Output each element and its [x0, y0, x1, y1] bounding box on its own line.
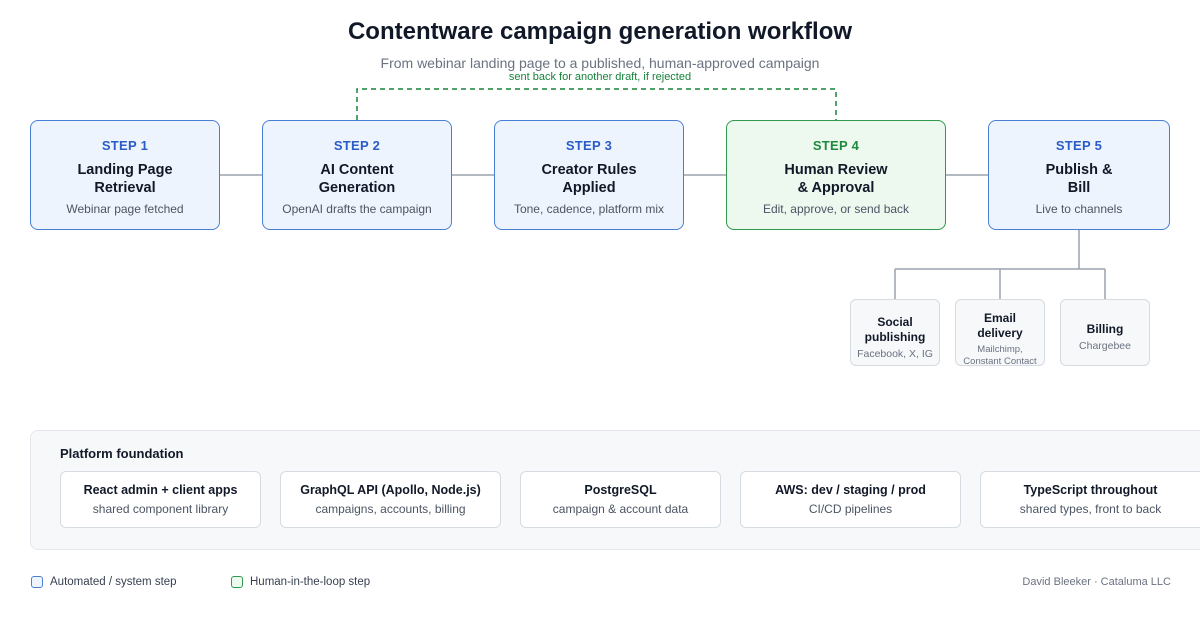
legend-human-swatch: [231, 576, 243, 588]
channel-social-publishing: Social publishing Facebook, X, IG: [850, 299, 940, 366]
channel-description: Facebook, X, IG: [857, 348, 933, 360]
step-number: STEP 1: [101, 138, 149, 153]
rejection-loop-line: [356, 88, 837, 120]
step-5-box: STEP 5 Publish & Bill Live to channels: [988, 120, 1170, 230]
step-name: Landing Page Retrieval: [77, 162, 173, 196]
platform-item-react: React admin + client apps shared compone…: [60, 471, 261, 528]
platform-foundation-title: Platform foundation: [60, 446, 184, 461]
channel-name: Email delivery: [977, 311, 1023, 340]
platform-item-typescript: TypeScript throughout shared types, fron…: [980, 471, 1200, 528]
platform-item-graphql: GraphQL API (Apollo, Node.js) campaigns,…: [280, 471, 501, 528]
step-number: STEP 2: [333, 138, 381, 153]
platform-item-name: TypeScript throughout: [1023, 483, 1158, 497]
step-description: Live to channels: [1035, 202, 1123, 216]
step-name: Creator Rules Applied: [541, 162, 637, 196]
platform-item-postgresql: PostgreSQL campaign & account data: [520, 471, 721, 528]
platform-item-name: AWS: dev / staging / prod: [775, 483, 926, 497]
step-description: OpenAI drafts the campaign: [282, 202, 432, 216]
channel-email-delivery: Email delivery Mailchimp, Constant Conta…: [955, 299, 1045, 367]
diagram-title: Contentware campaign generation workflow: [347, 18, 853, 45]
platform-item-name: GraphQL API (Apollo, Node.js): [300, 483, 481, 497]
step-description: Edit, approve, or send back: [762, 202, 910, 216]
diagram-subtitle: From webinar landing page to a published…: [380, 55, 820, 71]
platform-item-name: React admin + client apps: [83, 483, 238, 497]
platform-item-description: shared types, front to back: [1019, 502, 1162, 516]
step-1-box: STEP 1 Landing Page Retrieval Webinar pa…: [30, 120, 220, 230]
platform-item-description: campaign & account data: [552, 502, 689, 516]
step-3-box: STEP 3 Creator Rules Applied Tone, caden…: [494, 120, 684, 230]
legend-automated-label: Automated / system step: [50, 576, 177, 588]
platform-item-name: PostgreSQL: [584, 483, 657, 497]
platform-item-description: CI/CD pipelines: [808, 502, 893, 516]
step-name: Human Review & Approval: [784, 162, 888, 196]
platform-item-aws: AWS: dev / staging / prod CI/CD pipeline…: [740, 471, 961, 528]
rejection-loop-label: sent back for another draft, if rejected: [508, 71, 692, 83]
step-number: STEP 5: [1055, 138, 1103, 153]
platform-item-description: campaigns, accounts, billing: [315, 502, 466, 516]
channel-description: Chargebee: [1079, 340, 1131, 352]
channel-billing: Billing Chargebee: [1060, 299, 1150, 366]
step-4-box: STEP 4 Human Review & Approval Edit, app…: [726, 120, 946, 230]
step-description: Tone, cadence, platform mix: [513, 202, 665, 216]
channel-description: Mailchimp, Constant Contact: [963, 344, 1037, 367]
legend-automated-swatch: [31, 576, 43, 588]
platform-item-description: shared component library: [92, 502, 229, 516]
step-number: STEP 3: [565, 138, 613, 153]
channel-name: Billing: [1086, 322, 1124, 336]
step-2-box: STEP 2 AI Content Generation OpenAI draf…: [262, 120, 452, 230]
legend-human-label: Human-in-the-loop step: [250, 576, 371, 588]
step-number: STEP 4: [812, 138, 860, 153]
step-description: Webinar page fetched: [66, 202, 184, 216]
footer-credit: David Bleeker · Cataluma LLC: [1022, 576, 1171, 588]
step-name: AI Content Generation: [318, 162, 396, 196]
step-name: Publish & Bill: [1045, 162, 1113, 196]
channel-name: Social publishing: [864, 315, 926, 344]
